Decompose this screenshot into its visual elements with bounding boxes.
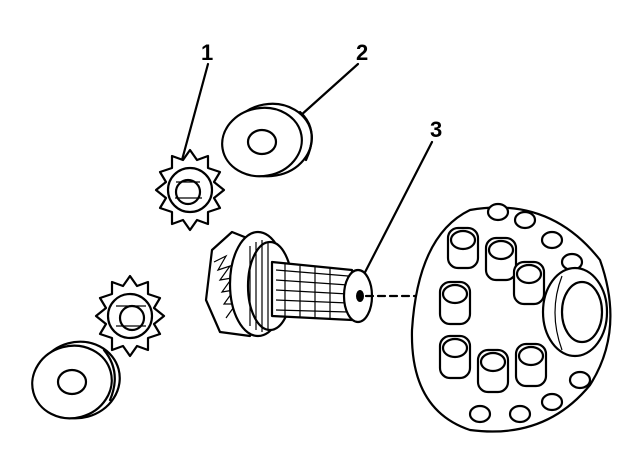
callout-2: 2 (298, 40, 368, 118)
callout-2-label: 2 (356, 40, 368, 65)
callout-3-leader (358, 140, 434, 284)
callout-3: 3 (358, 117, 442, 284)
callout-3-label: 3 (430, 117, 442, 142)
callout-1-leader (180, 62, 210, 162)
lower-thrust-washer (31, 340, 121, 420)
flange-bolt-holes (468, 202, 592, 424)
lower-pinion-gear (94, 274, 166, 358)
case-bosses (438, 226, 548, 394)
callout-2-leader (298, 62, 360, 118)
pinion-shaft-assembly (204, 230, 434, 338)
callout-1: 1 (180, 40, 213, 162)
differential-case (410, 202, 612, 433)
callout-1-label: 1 (201, 40, 213, 65)
upper-pinion-gear (154, 148, 226, 232)
upper-thrust-washer (221, 102, 313, 178)
